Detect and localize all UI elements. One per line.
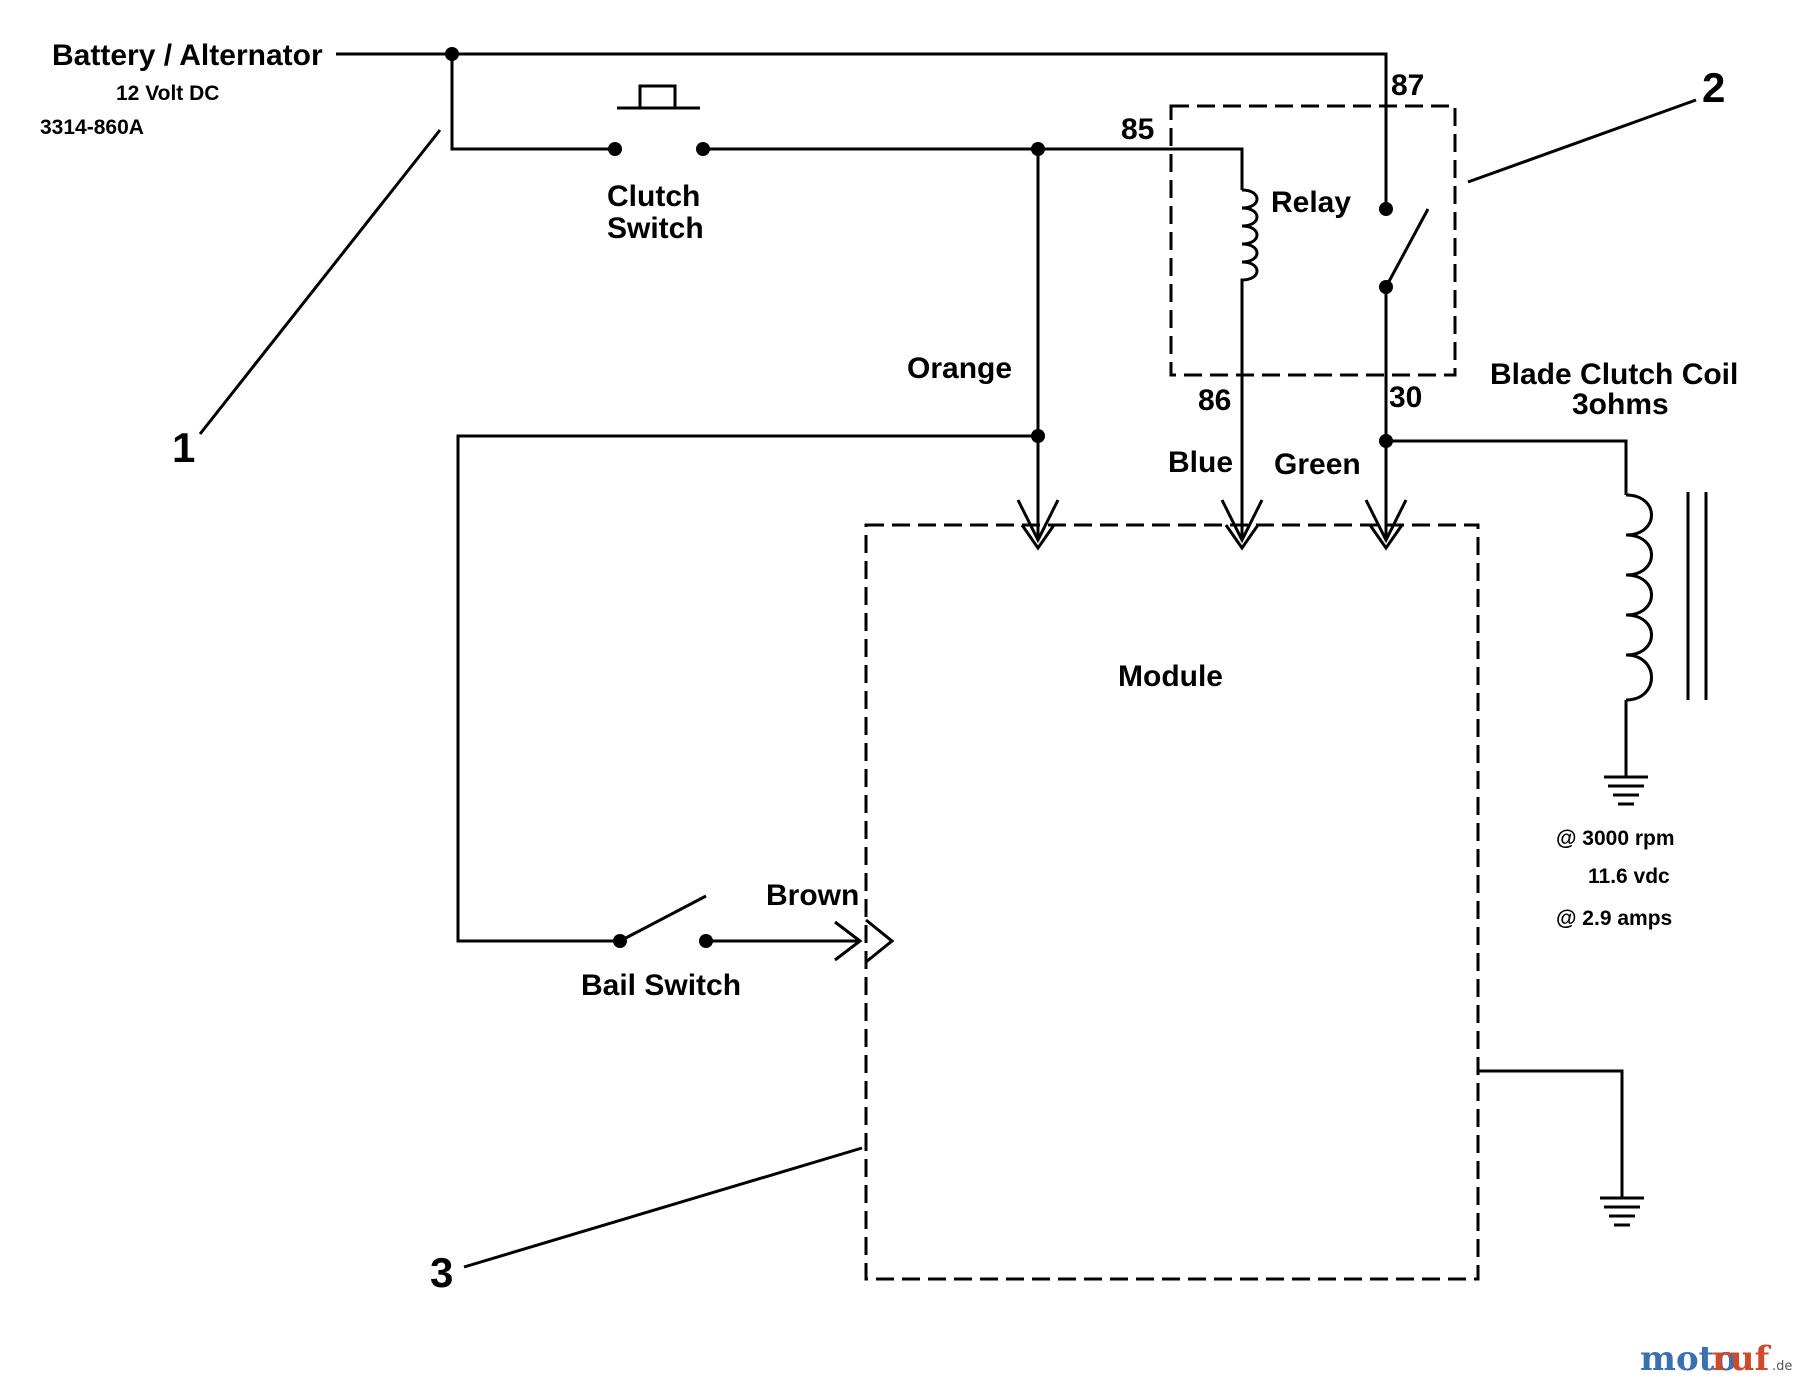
watermark-suffix: .de bbox=[1772, 1359, 1792, 1374]
junction-dot bbox=[1031, 142, 1045, 156]
callout-3: 3 bbox=[430, 1249, 453, 1296]
bail-switch-label: Bail Switch bbox=[581, 969, 741, 1002]
ground-symbol bbox=[1604, 775, 1648, 806]
arrow-blue-in bbox=[1220, 499, 1264, 544]
wire-battery-to-clutch-switch bbox=[450, 54, 615, 151]
wire-module-to-ground bbox=[1478, 1069, 1624, 1198]
module-label: Module bbox=[1118, 660, 1223, 693]
clutch-switch-terminal-b bbox=[696, 142, 710, 156]
relay-87-terminal bbox=[1379, 202, 1393, 216]
module-box bbox=[864, 523, 1480, 1281]
junction-dot bbox=[1031, 429, 1045, 443]
ground-symbol bbox=[1600, 1196, 1644, 1227]
relay-pin-85: 85 bbox=[1121, 113, 1154, 146]
module-port-orange bbox=[1020, 524, 1056, 551]
arrow-orange-in bbox=[1016, 499, 1060, 544]
junction-dot bbox=[1379, 434, 1393, 448]
junction-dot bbox=[445, 47, 459, 61]
measurement-voltage: 11.6 vdc bbox=[1588, 865, 1670, 888]
bail-switch-terminal-b bbox=[699, 934, 713, 948]
measurement-current: @ 2.9 amps bbox=[1556, 907, 1672, 930]
clutch-switch-terminal-a bbox=[608, 142, 622, 156]
wire-label-orange: Orange bbox=[907, 352, 1012, 385]
wire-label-brown: Brown bbox=[766, 879, 859, 912]
voltage-label: 12 Volt DC bbox=[116, 82, 219, 105]
measurement-rpm: @ 3000 rpm bbox=[1556, 827, 1675, 850]
callout-1: 1 bbox=[172, 424, 195, 471]
blade-clutch-resistance-label: 3ohms bbox=[1572, 388, 1669, 421]
clutch-switch-label-line2: Switch bbox=[607, 212, 704, 245]
callout-1-leader bbox=[198, 129, 442, 435]
wire-battery-to-87 bbox=[336, 52, 1388, 209]
callout-2-leader bbox=[1467, 98, 1697, 184]
bail-switch-lever bbox=[619, 894, 707, 943]
relay-switch-contact bbox=[1384, 208, 1430, 288]
relay-box bbox=[1169, 104, 1457, 377]
blade-clutch-coil-symbol bbox=[1625, 493, 1653, 702]
relay-coil-symbol bbox=[1240, 188, 1259, 295]
wire-label-green: Green bbox=[1274, 448, 1361, 481]
wire-bail-loop bbox=[456, 434, 1038, 943]
watermark-part2: ruf bbox=[1712, 1339, 1772, 1379]
relay-label: Relay bbox=[1271, 186, 1351, 219]
relay-pin-30: 30 bbox=[1389, 381, 1422, 414]
clutch-switch-symbol bbox=[617, 84, 700, 110]
arrow-brown-in bbox=[834, 920, 863, 962]
wire-clutch-to-85 bbox=[703, 147, 1244, 190]
module-port-blue bbox=[1224, 524, 1260, 551]
callout-2: 2 bbox=[1702, 64, 1725, 111]
watermark-part1: moto bbox=[1640, 1339, 1737, 1379]
callout-3-leader bbox=[463, 1146, 863, 1269]
module-port-brown bbox=[865, 918, 895, 964]
clutch-switch-label-line1: Clutch bbox=[607, 180, 700, 213]
relay-pin-87: 87 bbox=[1391, 69, 1424, 102]
watermark-logo: moto ruf .de bbox=[1640, 1339, 1792, 1379]
wire-label-blue: Blue bbox=[1168, 446, 1233, 479]
wire-to-clutch-coil bbox=[1386, 439, 1628, 495]
module-port-green bbox=[1368, 524, 1404, 551]
battery-alternator-label: Battery / Alternator bbox=[52, 39, 323, 72]
relay-pin-86: 86 bbox=[1198, 384, 1231, 417]
arrow-green-in bbox=[1364, 499, 1408, 544]
part-number-label: 3314-860A bbox=[40, 116, 144, 139]
blade-clutch-coil-label: Blade Clutch Coil bbox=[1490, 358, 1738, 391]
